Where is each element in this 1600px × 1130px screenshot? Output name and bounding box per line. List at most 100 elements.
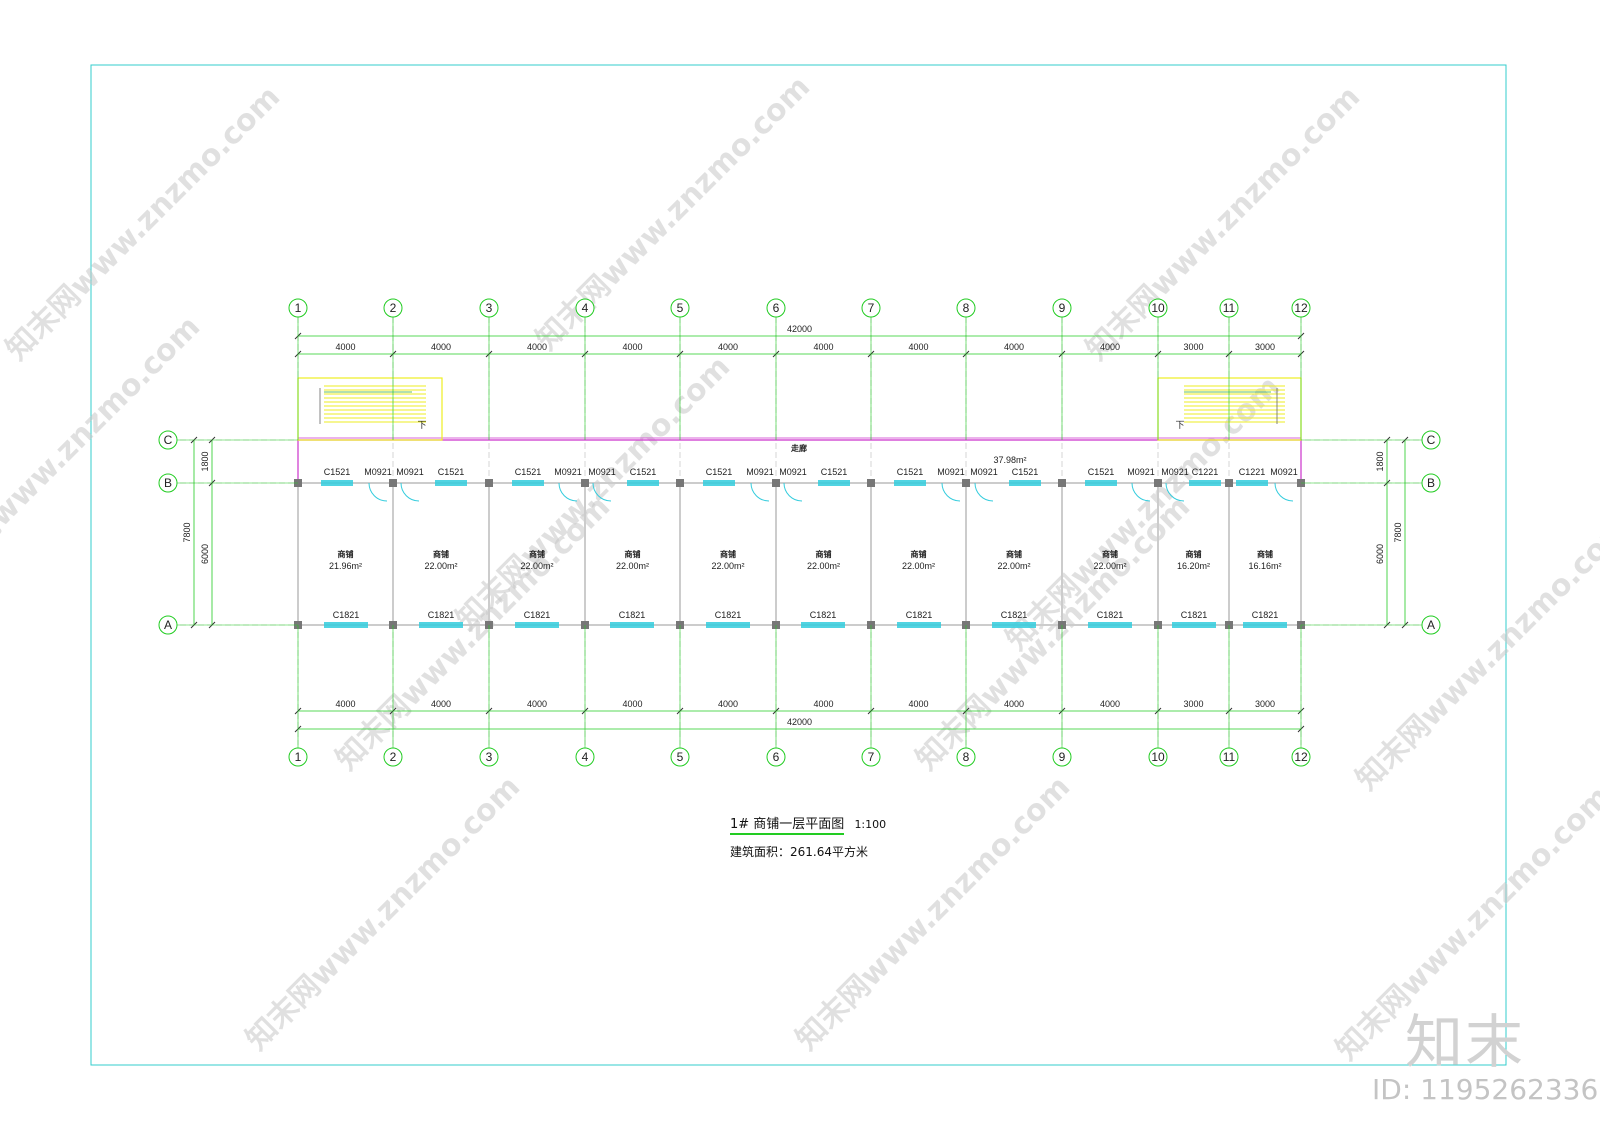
bay-dimension: 4000 bbox=[813, 342, 833, 352]
site-watermark: 知末网www.znzmo.com bbox=[239, 769, 527, 1057]
window-label: C1521 bbox=[897, 467, 924, 477]
window bbox=[627, 480, 659, 486]
corridor-outline bbox=[297, 439, 1302, 483]
door-swing bbox=[1165, 482, 1185, 502]
site-watermark: 知末网www.znzmo.com bbox=[329, 489, 617, 777]
axis-bubble-bottom-circle bbox=[288, 747, 308, 767]
window-label: C1521 bbox=[324, 467, 351, 477]
axis-bubble-left: A bbox=[164, 618, 172, 632]
axis-bubble-top-circle bbox=[956, 298, 976, 318]
structural-column bbox=[1154, 479, 1162, 487]
window-label: C1221 bbox=[1239, 467, 1266, 477]
corridor-area: 37.98m² bbox=[993, 455, 1026, 465]
shop-area: 22.00m² bbox=[424, 561, 457, 571]
window bbox=[515, 622, 559, 628]
axis-bubble-top: 10 bbox=[1151, 301, 1165, 315]
dimension-lines: 4000 4000 4000 4000 4000 4000 4000 4000 4000 3000… bbox=[182, 324, 1409, 733]
total-dimension: 42000 bbox=[787, 717, 812, 727]
shop-name: 商铺 bbox=[1006, 549, 1022, 559]
drawing-title-block: 1# 商铺一层平面图 1:100 bbox=[730, 813, 887, 835]
axis-bubble-top-circle bbox=[766, 298, 786, 318]
axis-bubble-bottom-circle bbox=[670, 747, 690, 767]
drawing-frame bbox=[90, 64, 1507, 1066]
axis-bubble-bottom-circle bbox=[1291, 747, 1311, 767]
structural-column bbox=[962, 479, 970, 487]
door-swing bbox=[1274, 482, 1294, 502]
axis-bubble-left: C bbox=[164, 433, 173, 447]
drawing-scale: 1:100 bbox=[854, 818, 887, 831]
door-swing bbox=[400, 482, 420, 502]
axis-bubble-bottom-circle bbox=[861, 747, 881, 767]
axis-bubble-right-circle bbox=[1421, 473, 1441, 493]
axis-bubble-top: 11 bbox=[1223, 301, 1236, 315]
row-dimension: 1800 bbox=[200, 451, 210, 471]
bay-dimension: 4000 bbox=[1004, 699, 1024, 709]
bay-dimension: 4000 bbox=[431, 342, 451, 352]
shop-name: 商铺 bbox=[433, 549, 449, 559]
stair-down-label: 下 bbox=[417, 420, 426, 430]
bay-dimension: 4000 bbox=[1100, 342, 1120, 352]
brand-watermark: 知末 bbox=[1405, 1008, 1526, 1076]
axis-bubble-top-circle bbox=[479, 298, 499, 318]
bay-dimension: 4000 bbox=[622, 342, 642, 352]
door-swing bbox=[750, 482, 770, 502]
axis-bubble-bottom-circle bbox=[1148, 747, 1168, 767]
window-label: C1821 bbox=[333, 610, 360, 620]
door-swing bbox=[941, 482, 961, 502]
shop-area: 22.00m² bbox=[997, 561, 1030, 571]
shop-area: 22.00m² bbox=[807, 561, 840, 571]
window bbox=[435, 480, 467, 486]
door-label: M0921 bbox=[364, 467, 392, 477]
structural-column bbox=[485, 479, 493, 487]
axis-bubble-top: 1 bbox=[295, 301, 302, 315]
window-label: C1821 bbox=[428, 610, 455, 620]
image-id-watermark: ID: 1195262336 bbox=[1372, 1073, 1599, 1106]
axis-bubble-left: B bbox=[164, 476, 172, 490]
window bbox=[894, 480, 926, 486]
axis-bubble-bottom: 9 bbox=[1059, 750, 1066, 764]
window bbox=[1085, 480, 1117, 486]
window-label: C1521 bbox=[1088, 467, 1115, 477]
structural-column bbox=[867, 479, 875, 487]
row-dimension: 6000 bbox=[1375, 544, 1385, 564]
bay-dimension: 4000 bbox=[527, 342, 547, 352]
bay-dimension: 4000 bbox=[622, 699, 642, 709]
door-label: M0921 bbox=[970, 467, 998, 477]
shop-name: 商铺 bbox=[529, 549, 545, 559]
bay-dimension: 4000 bbox=[335, 699, 355, 709]
row-total-dimension: 7800 bbox=[1393, 522, 1403, 542]
bay-dimension: 4000 bbox=[1100, 699, 1120, 709]
window bbox=[1009, 480, 1041, 486]
door-swing bbox=[368, 482, 388, 502]
axis-bubble-top-circle bbox=[383, 298, 403, 318]
shop-name: 商铺 bbox=[625, 549, 641, 559]
shop-name: 商铺 bbox=[338, 549, 354, 559]
axis-bubble-top-circle bbox=[288, 298, 308, 318]
axis-bubble-bottom: 2 bbox=[390, 750, 397, 764]
structural-column bbox=[676, 479, 684, 487]
axis-bubble-left-circle bbox=[158, 430, 178, 450]
shop-name: 商铺 bbox=[911, 549, 927, 559]
axis-bubble-top-circle bbox=[1148, 298, 1168, 318]
axis-bubble-bottom: 3 bbox=[486, 750, 493, 764]
axis-bubble-bottom: 5 bbox=[677, 750, 684, 764]
axis-bubble-top: 5 bbox=[677, 301, 684, 315]
door-label: M0921 bbox=[779, 467, 807, 477]
axis-bubble-bottom: 11 bbox=[1223, 750, 1236, 764]
axis-bubble-top-circle bbox=[861, 298, 881, 318]
window-label: C1821 bbox=[1252, 610, 1279, 620]
axis-bubble-bottom: 7 bbox=[868, 750, 875, 764]
stairs: 下下 bbox=[297, 377, 1302, 441]
window bbox=[1189, 480, 1221, 486]
axis-bubble-right: C bbox=[1427, 433, 1436, 447]
shop-name: 商铺 bbox=[720, 549, 736, 559]
axis-bubble-bottom-circle bbox=[956, 747, 976, 767]
axis-bubble-top: 6 bbox=[773, 301, 780, 315]
axis-bubble-bottom: 4 bbox=[582, 750, 589, 764]
shop-area: 22.00m² bbox=[616, 561, 649, 571]
window-label: C1521 bbox=[1012, 467, 1039, 477]
bay-dimension: 3000 bbox=[1183, 342, 1203, 352]
structural-column bbox=[1225, 479, 1233, 487]
